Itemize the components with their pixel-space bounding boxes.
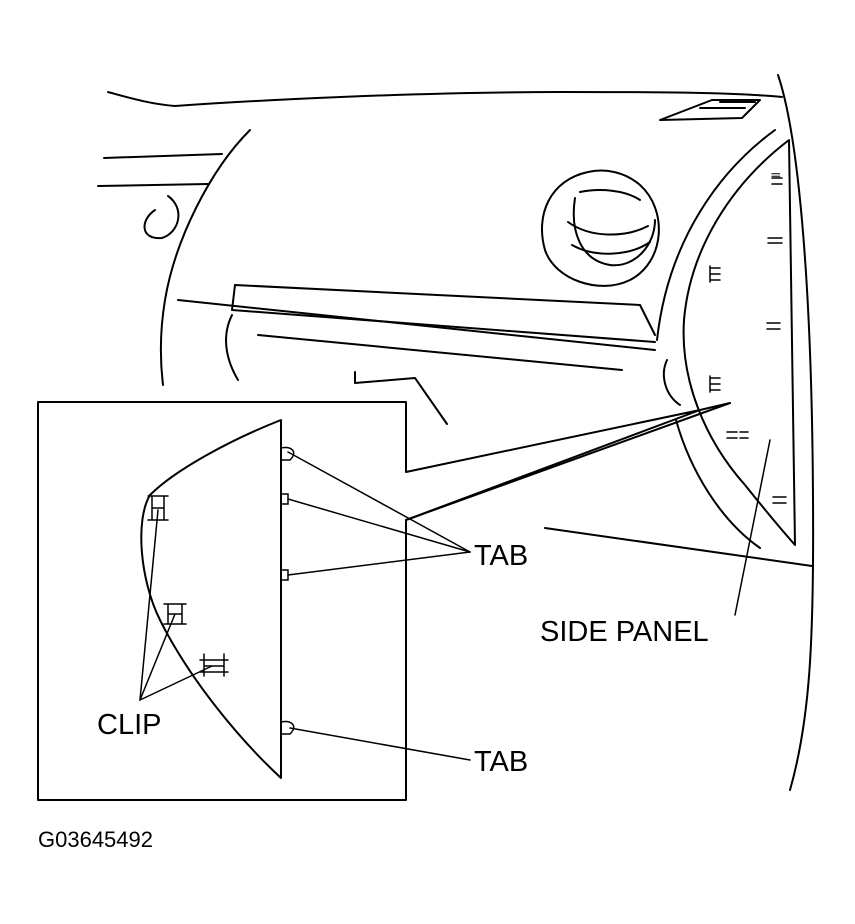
- defroster-vent: [659, 99, 761, 121]
- clip-1: [147, 495, 169, 521]
- clip-2: [163, 603, 187, 625]
- tab-label-upper: TAB: [474, 540, 528, 572]
- air-vent: [541, 169, 660, 287]
- tab-label-lower: TAB: [474, 746, 528, 778]
- side-panel: ⁼: [682, 139, 796, 546]
- side-panel-label: SIDE PANEL: [540, 616, 709, 648]
- figure-code: G03645492: [38, 827, 153, 852]
- leader-lines: [139, 439, 771, 761]
- side-panel-clip-marks: ⁼: [709, 166, 787, 504]
- dashboard-outline: [97, 74, 815, 791]
- clip-label: CLIP: [97, 709, 161, 741]
- detail-inset: [37, 401, 731, 801]
- clip-3: [199, 653, 229, 677]
